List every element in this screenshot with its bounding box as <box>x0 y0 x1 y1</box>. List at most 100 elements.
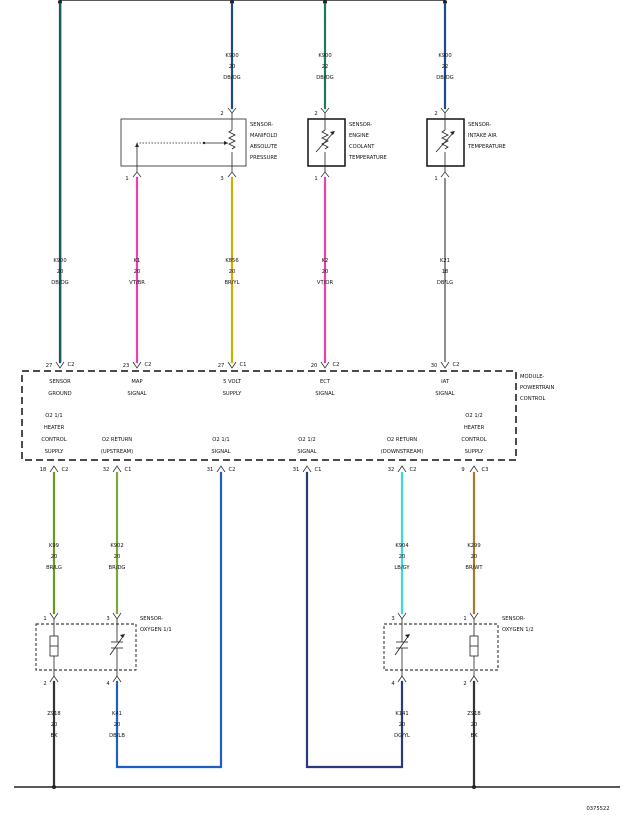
wire-label-gauge: 20 <box>114 722 121 728</box>
pin-function: HEATER <box>44 425 65 431</box>
sensor-label: OXYGEN 1/2 <box>502 627 534 633</box>
pin-function: SENSOR <box>49 379 71 385</box>
pin-function: IAT <box>441 379 450 385</box>
pin-number: 31 <box>293 467 300 473</box>
connector-id: C1 <box>125 467 132 473</box>
wire-label-color: DG/YL <box>394 733 410 739</box>
module-label: POWERTRAIN <box>520 385 554 391</box>
wire-label-circuit: K299 <box>467 543 480 549</box>
connector-id: C2 <box>68 362 75 368</box>
o2-bottom-connectors: 2 4 4 2 <box>43 675 479 687</box>
pin-function: CONTROL <box>41 437 66 443</box>
wire-k856: K856 20 BR/YL <box>225 176 240 364</box>
sensor-label: SENSOR- <box>468 122 491 128</box>
sensor-label: OXYGEN 1/1 <box>140 627 172 633</box>
connector-id: C2 <box>333 362 340 368</box>
pin-function: SIGNAL <box>127 391 146 397</box>
sensor-label: SENSOR- <box>349 122 372 128</box>
wire-label-gauge: 20 <box>399 554 406 560</box>
wire-label-circuit: K900 <box>53 258 66 264</box>
pin-label: 1 <box>43 616 46 622</box>
wire-label-gauge: 20 <box>229 269 236 275</box>
wire-label-color: DB/OG <box>436 75 453 81</box>
pin-label: 1 <box>125 176 128 182</box>
wire-label-color: DB/OG <box>316 75 333 81</box>
sensor-ect: SENSOR- ENGINE COOLANT TEMPERATURE <box>307 113 387 172</box>
top-splice-bus <box>58 0 447 4</box>
pin-number: 30 <box>431 363 438 369</box>
connector-id: C1 <box>240 362 247 368</box>
wire-label-gauge: 20 <box>399 722 406 728</box>
wire-label-circuit: K856 <box>225 258 238 264</box>
wire-label-circuit: K902 <box>110 543 123 549</box>
pin-function: (DOWNSTREAM) <box>381 449 424 455</box>
pin-function: 5 VOLT <box>223 379 242 385</box>
pin-label: 2 <box>434 111 437 117</box>
wire-label-circuit: K900 <box>438 53 451 59</box>
wire-label-circuit: K41 <box>112 711 122 717</box>
wire-o2-12-signal <box>305 471 404 769</box>
module-label: CONTROL <box>520 396 545 402</box>
wire-label-circuit: K900 <box>318 53 331 59</box>
sensor-label: SENSOR- <box>140 616 163 622</box>
pin-number: 27 <box>218 363 225 369</box>
sensor-label: MANIFOLD <box>250 133 277 139</box>
module-label: MODULE- <box>520 374 545 380</box>
wire-label-circuit: K21 <box>440 258 450 264</box>
wire-label-color: LB/GY <box>394 565 410 571</box>
wire-label-circuit: Z918 <box>467 711 480 717</box>
wire-k902: K902 20 BR/DG <box>109 471 126 615</box>
sensor-label: ABSOLUTE <box>250 144 277 150</box>
sensor-bottom-connectors: 1 3 1 1 <box>125 171 450 182</box>
wire-label-circuit: K904 <box>395 543 409 549</box>
pin-label: 2 <box>314 111 317 117</box>
wire-k2: K2 20 VT/OR <box>317 176 334 364</box>
sensor-top-connectors: 2 2 2 <box>220 107 450 117</box>
wire-label-circuit: Z918 <box>47 711 60 717</box>
sensor-label: ENGINE <box>349 133 369 139</box>
wire-label-gauge: 20 <box>134 269 141 275</box>
pin-function: O2 1/2 <box>298 437 315 443</box>
wire-label-circuit: K99 <box>49 543 59 549</box>
wire-label-color: DB/OG <box>51 280 68 286</box>
sensor-label: SENSOR- <box>250 122 273 128</box>
wire-label-gauge: 20 <box>471 722 478 728</box>
pin-label: 1 <box>434 176 437 182</box>
wire-label-circuit: K141 <box>395 711 408 717</box>
wire-label-color: VT/OR <box>317 280 334 286</box>
wire-k900-map: K900 20 DB/OG <box>223 2 241 110</box>
wire-k141: K141 20 DG/YL <box>394 711 410 739</box>
wire-label-circuit: K1 <box>134 258 141 264</box>
wire-k99: K99 20 BR/LG <box>46 471 62 615</box>
pin-function: SIGNAL <box>435 391 454 397</box>
wire-label-color: DB/OG <box>223 75 240 81</box>
wire-k900-ect: K900 22 DB/OG <box>316 2 334 110</box>
wire-label-gauge: 20 <box>471 554 478 560</box>
sensor-oxygen-12: SENSOR- OXYGEN 1/2 <box>383 616 534 676</box>
figure-id: 0375522 <box>586 806 609 812</box>
wire-label-gauge: 22 <box>442 64 449 70</box>
wire-label-color: BR/DG <box>109 565 126 571</box>
wire-label-gauge: 22 <box>322 64 329 70</box>
wire-label-gauge: 20 <box>229 64 236 70</box>
pin-number: 18 <box>40 467 47 473</box>
ground-bus <box>14 785 620 789</box>
wire-label-gauge: 20 <box>51 554 58 560</box>
pin-label: 2 <box>220 111 223 117</box>
wire-label-circuit: K900 <box>225 53 238 59</box>
pin-function: SIGNAL <box>211 449 230 455</box>
wire-label-gauge: 20 <box>57 269 64 275</box>
wire-k904: K904 20 LB/GY <box>394 471 410 615</box>
pin-function: O2 RETURN <box>387 437 417 443</box>
pin-function: O2 1/1 <box>212 437 229 443</box>
wire-z918-left: Z918 20 BK <box>47 680 61 786</box>
pin-function: O2 1/1 <box>45 413 62 419</box>
pin-number: 32 <box>388 467 395 473</box>
sensor-label: PRESSURE <box>250 155 277 161</box>
wire-k21: K21 18 DB/LG <box>437 178 453 362</box>
wire-label-color: BR/LG <box>46 565 62 571</box>
pin-number: 23 <box>123 363 130 369</box>
pin-function: MAP <box>131 379 142 385</box>
wire-label-color: DB/LB <box>109 733 125 739</box>
